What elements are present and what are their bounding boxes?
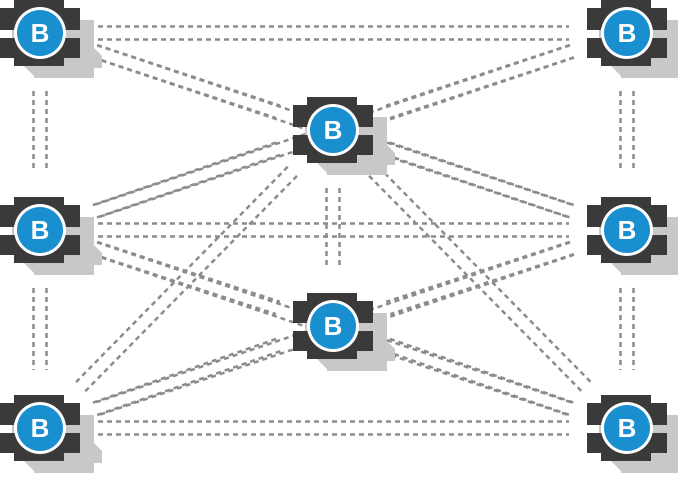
- server-stack-icon: B: [0, 197, 102, 275]
- connector-center-bottom-bottom-right: [385, 337, 575, 417]
- connector-top-left-center-top: [92, 43, 281, 120]
- node-bottom-right[interactable]: B: [587, 395, 678, 475]
- badge-circle: [17, 10, 63, 56]
- server-stack-icon: B: [587, 197, 678, 275]
- badge-circle: [17, 405, 63, 451]
- connector-bottom-left-bottom-right: [98, 420, 569, 436]
- dashed-line: [92, 241, 571, 405]
- badge-circle: [604, 10, 650, 56]
- dashed-line: [385, 349, 571, 417]
- dashed-line: [92, 253, 571, 417]
- connector-mid-right-center-bottom: [385, 240, 575, 316]
- dashed-line: [96, 56, 575, 219]
- connector-center-top-mid-right: [385, 141, 575, 219]
- connector-top-left-mid-right: [92, 44, 575, 219]
- badge-circle: [310, 107, 356, 153]
- node-top-left[interactable]: B: [0, 0, 102, 80]
- server-stack-icon: B: [587, 0, 678, 78]
- dashed-line: [368, 174, 583, 393]
- dashed-line: [92, 56, 571, 219]
- server-stack-icon: B: [0, 395, 102, 473]
- node-bottom-left[interactable]: B: [0, 395, 102, 475]
- node-mid-right[interactable]: B: [587, 197, 678, 277]
- connector-top-right-center-top: [385, 43, 575, 120]
- dashed-line: [377, 165, 592, 384]
- connector-mid-left-mid-right: [98, 222, 569, 238]
- dashed-line: [96, 253, 575, 417]
- connector-layer: [32, 25, 635, 436]
- connector-mid-right-bottom-left: [92, 241, 575, 417]
- connector-top-right-mid-left: [92, 44, 575, 219]
- connector-mid-left-bottom-right: [92, 241, 575, 417]
- badge-letter: B: [31, 413, 50, 443]
- badge-circle: [604, 207, 650, 253]
- dashed-line: [96, 44, 575, 207]
- dashed-line: [92, 337, 277, 404]
- badge-letter: B: [618, 18, 637, 48]
- connector-center-top-center-bottom: [325, 188, 341, 268]
- badge-letter: B: [324, 311, 343, 341]
- server-stack-icon: B: [293, 97, 395, 175]
- node-mid-left[interactable]: B: [0, 197, 102, 277]
- dashed-line: [389, 337, 575, 405]
- badge-letter: B: [324, 115, 343, 145]
- server-stack-icon: B: [293, 293, 395, 371]
- connector-mid-right-bottom-right: [619, 288, 635, 370]
- dashed-line: [96, 241, 575, 405]
- connector-center-top-mid-left: [92, 141, 281, 219]
- server-stack-icon: B: [0, 0, 102, 78]
- badge-letter: B: [618, 215, 637, 245]
- connector-top-right-mid-right: [619, 91, 635, 172]
- server-stack-icon: B: [587, 395, 678, 473]
- connector-mid-left-center-bottom: [92, 240, 281, 316]
- connector-mid-left-bottom-left: [32, 288, 48, 370]
- node-top-right[interactable]: B: [587, 0, 678, 80]
- badge-circle: [310, 303, 356, 349]
- node-center-top[interactable]: B: [293, 97, 395, 177]
- dashed-line: [96, 350, 281, 417]
- badge-circle: [17, 207, 63, 253]
- dashed-line: [92, 44, 571, 207]
- badge-letter: B: [31, 215, 50, 245]
- connector-top-left-top-right: [98, 25, 569, 41]
- connector-center-top-bottom-right: [368, 165, 592, 393]
- dashed-line: [385, 153, 571, 219]
- badge-circle: [604, 405, 650, 451]
- badge-letter: B: [31, 18, 50, 48]
- dashed-line: [389, 141, 575, 207]
- badge-letter: B: [618, 413, 637, 443]
- connector-top-left-mid-left: [32, 91, 48, 172]
- node-center-bottom[interactable]: B: [293, 293, 395, 373]
